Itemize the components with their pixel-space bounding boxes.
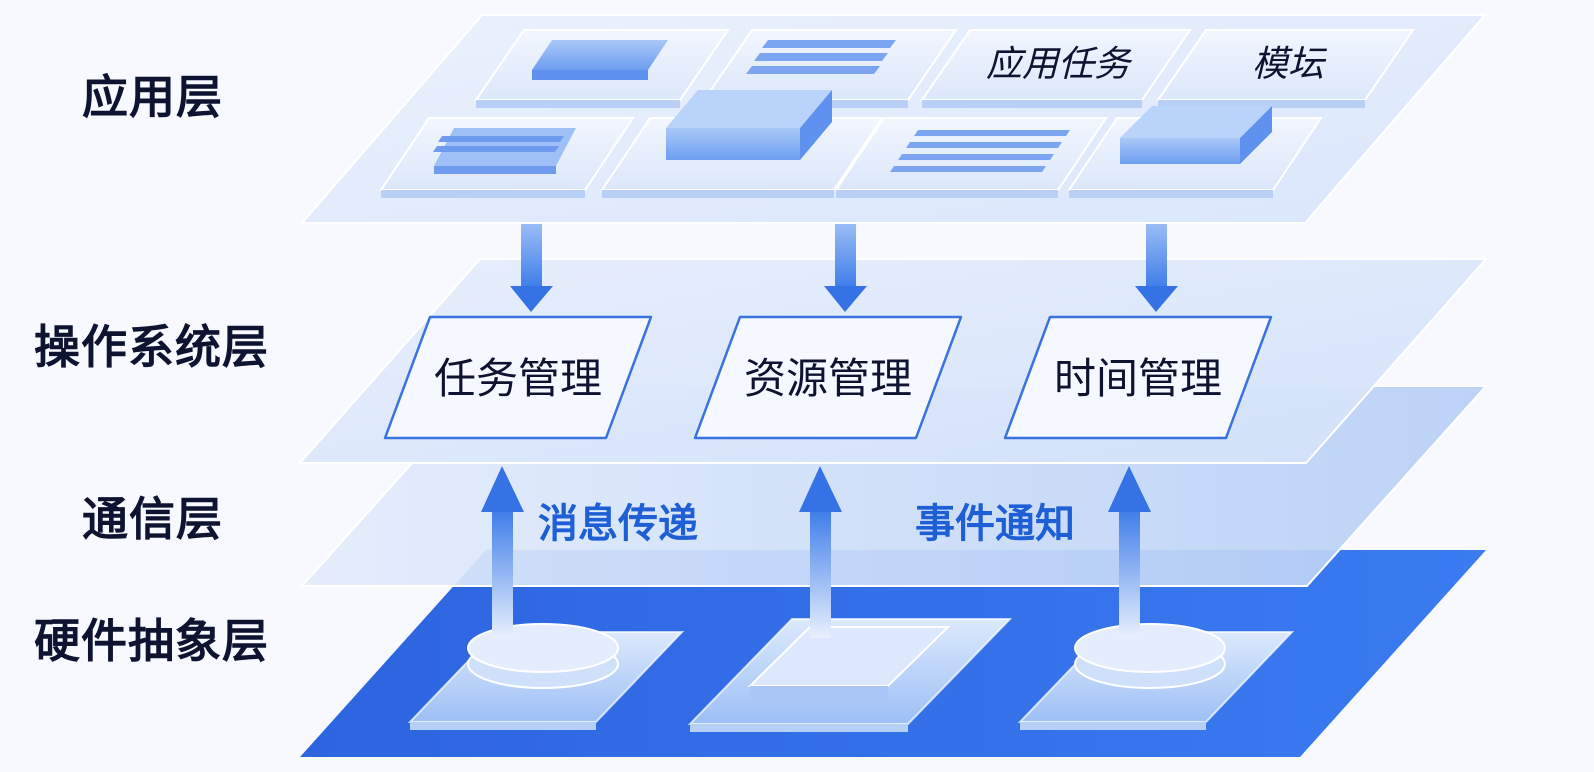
- hardware-layer-label: 硬件抽象层: [34, 614, 269, 668]
- module-label: 模坛: [1252, 44, 1328, 85]
- app-tile-5: [379, 117, 635, 198]
- arrow-down-3: [1135, 220, 1178, 312]
- app-tile-1: [474, 29, 730, 108]
- os-layer-label: 操作系统层: [34, 320, 269, 374]
- arrow-up-2: [799, 466, 842, 638]
- app-tile-3: [920, 29, 1192, 108]
- task-management-label: 任务管理: [434, 354, 602, 403]
- hardware-component-3: [1017, 623, 1295, 730]
- hardware-component-2: [687, 618, 1013, 732]
- arrow-up-1: [481, 466, 524, 638]
- hardware-component-1: [407, 623, 685, 730]
- application-layer-label: 应用层: [82, 70, 223, 124]
- app-tile-6: [600, 90, 884, 198]
- os-module-resource-box: [693, 315, 963, 440]
- app-tile-7: [834, 117, 1108, 198]
- message-passing-label: 消息传递: [538, 501, 698, 547]
- os-module-time-box: [1003, 315, 1273, 440]
- communication-layer-label: 通信层: [82, 492, 223, 546]
- time-management-label: 时间管理: [1054, 354, 1222, 403]
- arrow-down-2: [824, 220, 867, 312]
- resource-management-label: 资源管理: [744, 354, 912, 403]
- arrow-up-3: [1108, 466, 1151, 638]
- app-task-label: 应用任务: [986, 44, 1133, 85]
- event-notification-label: 事件通知: [915, 501, 1075, 547]
- app-tile-8: [1067, 106, 1323, 198]
- arrow-down-1: [510, 220, 553, 312]
- os-module-task-box: [383, 315, 653, 440]
